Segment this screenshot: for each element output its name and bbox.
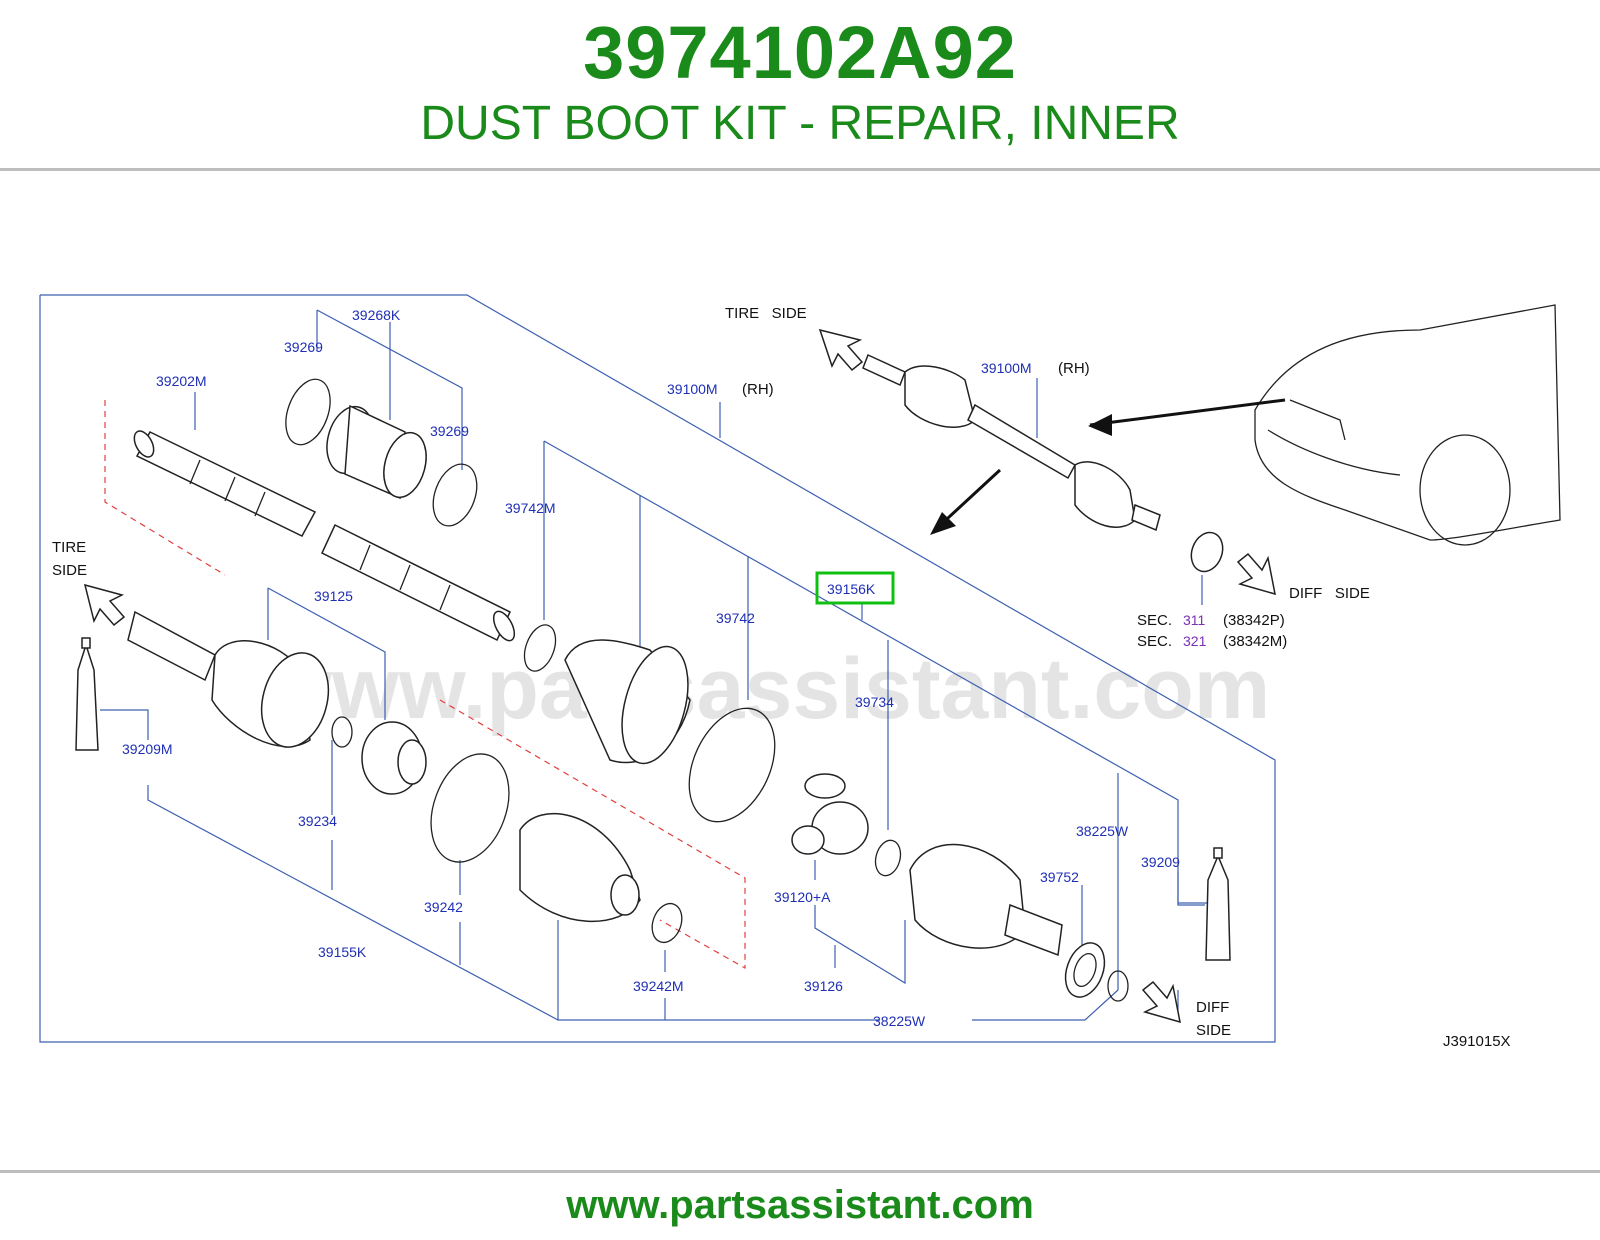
shaft-upper [133,430,317,537]
label-38225W-bottom[interactable]: 38225W [873,1013,926,1029]
tire-side-top: TIRE SIDE [725,305,807,322]
housing-38225W [909,843,1063,957]
grease-tube-39209 [1205,847,1231,961]
boot-band-39269a [285,378,331,446]
boot-39268K [326,404,427,500]
sec-code-2: (38342M) [1223,633,1287,650]
label-39269-b[interactable]: 39269 [430,423,469,439]
part-number: 3974102A92 [583,11,1017,94]
car-front-overview [1254,304,1561,546]
label-39268K[interactable]: 39268K [352,307,401,323]
label-39242M[interactable]: 39242M [633,978,684,994]
label-39752[interactable]: 39752 [1040,869,1079,885]
label-39202M[interactable]: 39202M [156,373,207,389]
label-38225W-right[interactable]: 38225W [1076,823,1129,839]
diagram-code: J391015X [1443,1033,1511,1050]
label-39100M[interactable]: 39100M [667,381,718,397]
label-39120A[interactable]: 39120+A [774,889,831,905]
sec-prefix-1: SEC. [1137,612,1172,629]
spider-39120 [791,773,869,855]
label-39234[interactable]: 39234 [298,813,337,829]
snap-ring-39234 [331,716,353,748]
diff-side-right: DIFF SIDE [1289,585,1370,602]
label-39242[interactable]: 39242 [424,899,463,915]
label-39742[interactable]: 39742 [716,610,755,626]
label-rh-2: (RH) [1058,360,1090,377]
label-39209[interactable]: 39209 [1141,854,1180,870]
ball-cage-39155K [361,721,427,795]
boot-band-39269b [432,463,478,527]
diagram-frame [39,294,1276,1043]
small-ring-right [1107,970,1129,1002]
footer-divider [0,1170,1600,1173]
dashed-group-lines [104,400,746,970]
sec-num-2[interactable]: 321 [1183,633,1207,649]
label-39125[interactable]: 39125 [314,588,353,604]
tire-side-left-1: TIRE [52,539,86,556]
header-divider [0,168,1600,171]
label-39209M[interactable]: 39209M [122,741,173,757]
boot-outer [519,812,641,923]
label-39742M[interactable]: 39742M [505,500,556,516]
highlight-box[interactable] [815,571,895,605]
label-39734[interactable]: 39734 [855,694,894,710]
axle-assembly-overview [862,353,1224,573]
boot-band-39742M [523,624,557,672]
outer-joint-39125 [127,610,330,748]
header: 3974102A92 DUST BOOT KIT - REPAIR, INNER [0,0,1600,170]
sec-code-1: (38342P) [1223,612,1285,629]
label-39155K[interactable]: 39155K [318,944,367,960]
label-39126[interactable]: 39126 [804,978,843,994]
label-39100M-overview[interactable]: 39100M [981,360,1032,376]
diff-side-bottom-2: SIDE [1196,1022,1231,1039]
label-39156K[interactable]: 39156K [827,581,876,597]
bracket-lines [100,309,1208,1021]
sec-num-1[interactable]: 311 [1183,612,1206,628]
diff-side-bottom-1: DIFF [1196,999,1229,1016]
boot-band-39742 [688,707,776,823]
footer-url[interactable]: www.partsassistant.com [566,1183,1034,1227]
sec-prefix-2: SEC. [1137,633,1172,650]
snap-ring-39734 [874,839,902,877]
shaft-lower [321,523,516,642]
boot-inner [564,639,691,765]
label-39269-a[interactable]: 39269 [284,339,323,355]
seal-39752 [1064,942,1106,998]
part-description: DUST BOOT KIT - REPAIR, INNER [420,97,1180,150]
label-rh-1: (RH) [742,381,774,398]
tire-side-left-2: SIDE [52,562,87,579]
grease-tube-39209M [75,637,99,751]
boot-band-39242M [651,902,683,944]
boot-band-39242 [430,753,510,863]
direction-arrows [83,328,1286,1024]
watermark: www.partsassistant.com [264,641,1270,737]
parts-diagram: www.partsassistant.com [39,294,1561,1050]
